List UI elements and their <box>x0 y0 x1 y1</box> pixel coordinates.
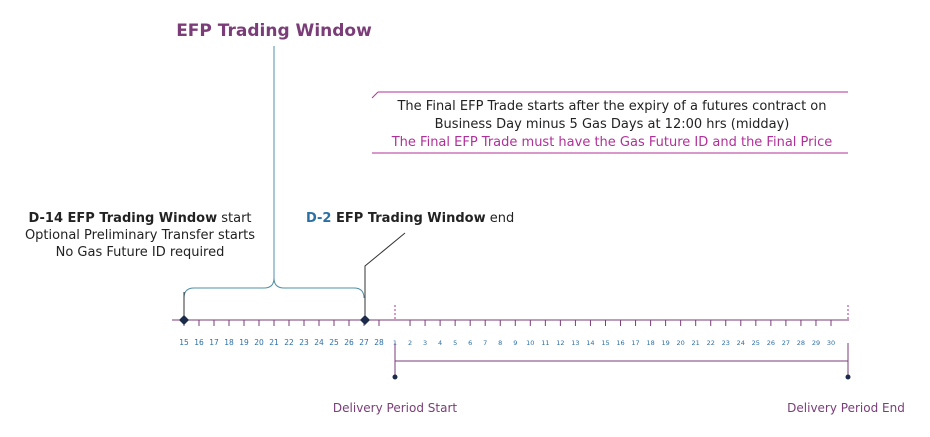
day-label: 8 <box>498 339 502 347</box>
day-label: 23 <box>722 339 730 347</box>
start-callout-line-3: No Gas Future ID required <box>56 245 225 260</box>
day-label: 22 <box>284 338 294 347</box>
day-label: 28 <box>797 339 805 347</box>
day-label: 16 <box>616 339 624 347</box>
day-label: 25 <box>329 338 339 347</box>
day-label: 24 <box>737 339 745 347</box>
day-label: 9 <box>513 339 517 347</box>
delivery-start-dot <box>392 374 398 380</box>
day-label: 19 <box>239 338 249 347</box>
note-line-1: The Final EFP Trade starts after the exp… <box>396 99 826 114</box>
day-label: 18 <box>224 338 234 347</box>
day-label: 29 <box>812 339 820 347</box>
day-label: 19 <box>661 339 669 347</box>
day-label: 11 <box>541 339 549 347</box>
day-label: 14 <box>586 339 594 347</box>
day-label: 17 <box>631 339 639 347</box>
day-label: 22 <box>707 339 715 347</box>
delivery-end-label: Delivery Period End <box>787 401 905 415</box>
day-label: 13 <box>571 339 579 347</box>
day-label: 27 <box>782 339 790 347</box>
delivery-start-label: Delivery Period Start <box>333 401 457 415</box>
day-label: 12 <box>556 339 564 347</box>
day-label: 28 <box>374 338 384 347</box>
day-label: 26 <box>344 338 354 347</box>
note-corner-line <box>371 91 379 99</box>
day-label: 2 <box>408 339 412 347</box>
trading-window-brace <box>183 277 365 299</box>
day-label: 25 <box>752 339 760 347</box>
day-label: 7 <box>483 339 487 347</box>
end-callout-rest: end <box>486 211 515 226</box>
end-callout-bold: EFP Trading Window <box>331 211 485 226</box>
day-label: 30 <box>827 339 835 347</box>
day-label: 6 <box>468 339 472 347</box>
start-callout-line-2: Optional Preliminary Transfer starts <box>25 228 255 243</box>
day-label: 15 <box>601 339 609 347</box>
timeline-day-labels: 15 16 17 18 19 20 21 22 23 24 25 26 27 28 12 3 4 5 6 7 8 9 10 1… <box>179 338 835 347</box>
note-line-3: The Final EFP Trade must have the Gas Fu… <box>391 135 833 150</box>
start-callout-rest: start <box>217 211 251 226</box>
diagram-title: EFP Trading Window <box>176 21 372 41</box>
day-label: 18 <box>646 339 654 347</box>
delivery-end-dot <box>845 374 851 380</box>
day-label: 21 <box>269 338 279 347</box>
day-label: 27 <box>359 338 369 347</box>
day-label: 21 <box>692 339 700 347</box>
day-label: 5 <box>453 339 457 347</box>
day-label: 3 <box>423 339 427 347</box>
day-label: 26 <box>767 339 775 347</box>
note-line-2: Business Day minus 5 Gas Days at 12:00 h… <box>435 117 790 132</box>
day-label: 10 <box>526 339 534 347</box>
trading-window-start-diamond <box>179 315 189 325</box>
day-label: 23 <box>299 338 309 347</box>
start-callout-line-1: D-14 EFP Trading Window start <box>28 211 251 226</box>
end-callout-line: D-2 EFP Trading Window end <box>306 211 514 226</box>
end-pointer-line <box>364 232 406 320</box>
trading-window-end-diamond <box>360 315 370 325</box>
day-label: 17 <box>209 338 219 347</box>
day-label: 20 <box>677 339 685 347</box>
timeline-ticks <box>183 320 832 326</box>
day-label: 4 <box>438 339 442 347</box>
day-label: 15 <box>179 338 189 347</box>
end-callout-marker: D-2 <box>306 211 331 226</box>
day-label: 20 <box>254 338 264 347</box>
start-callout-bold: D-14 EFP Trading Window <box>28 211 217 226</box>
day-label: 24 <box>314 338 324 347</box>
day-label: 16 <box>194 338 204 347</box>
